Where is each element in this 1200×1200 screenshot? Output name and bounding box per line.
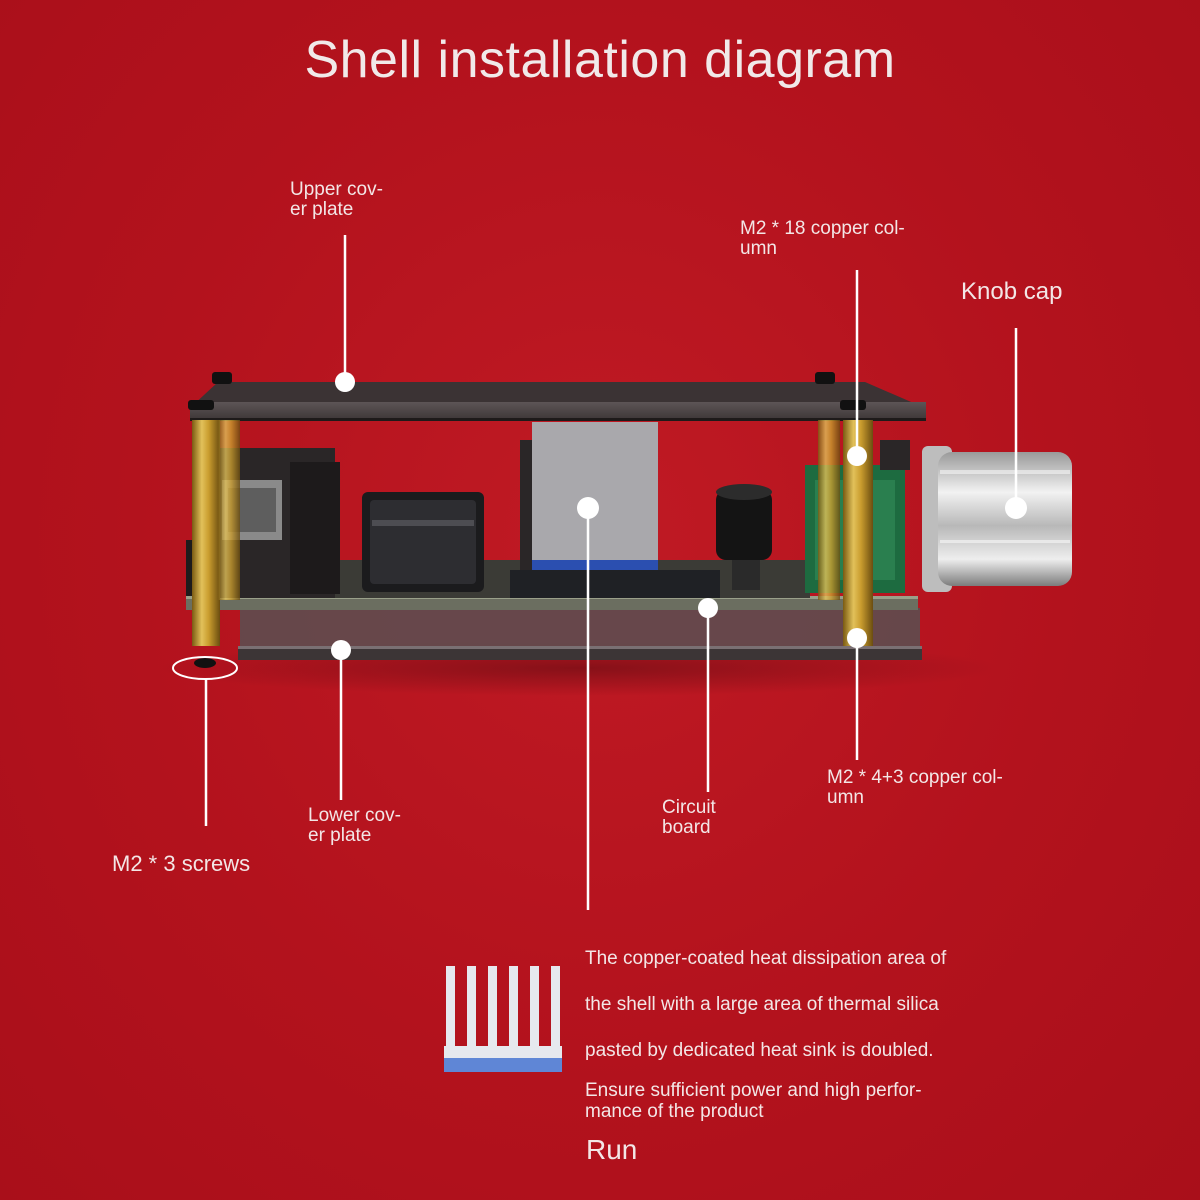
dot-copper-18 [847,446,867,466]
dot-knob-cap [1005,497,1027,519]
description-line-3: pasted by dedicated heat sink is doubled… [585,1040,934,1061]
description-run: Run [586,1134,638,1165]
description-line-2: the shell with a large area of thermal s… [585,994,939,1015]
diagram-title: Shell installation diagram [304,31,896,89]
knob-cap [922,446,1072,592]
capacitor-component [716,484,772,590]
label-upper-cover-plate: Upper cov- er plate [290,179,383,220]
dot-upper-cover [335,372,355,392]
label-knob-cap: Knob cap [961,278,1063,305]
description-line-1: The copper-coated heat dissipation area … [585,948,947,969]
dot-lower-cover [331,640,351,660]
label-circuit-board: Circuit board [662,797,716,838]
dot-copper-4-3 [847,628,867,648]
lower-cover-plate [238,608,922,660]
description-line-4: Ensure sufficient power and high perfor- [585,1080,922,1101]
upper-cover-plate [190,372,926,421]
label-copper-column-18: M2 * 18 copper col- umn [740,218,905,259]
label-copper-column-4-3: M2 * 4+3 copper col- umn [827,767,1003,808]
pointer-lines [204,235,1018,910]
heat-sink-icon [444,966,562,1072]
dot-circuit-board [698,598,718,618]
pointer-dots [331,372,1027,660]
label-lower-cover-plate: Lower cov- er plate [308,805,401,846]
thermal-pad [510,422,720,598]
label-screws: M2 * 3 screws [112,851,251,876]
description-line-5: mance of the product [585,1101,764,1122]
inductor-component [362,492,484,592]
dot-thermal [577,497,599,519]
